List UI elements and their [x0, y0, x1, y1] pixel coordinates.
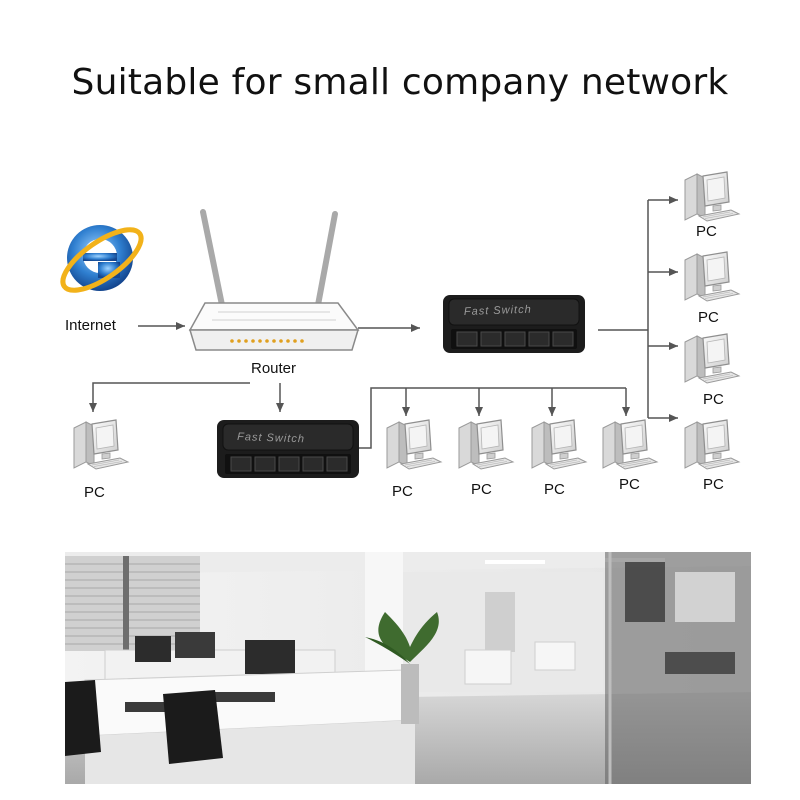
pc-bottom-1-label: PC	[392, 483, 413, 500]
pc-bottom-4	[602, 419, 658, 470]
switch-upper-fanout	[598, 196, 678, 422]
pc-right-2-label: PC	[698, 309, 719, 326]
pc-left-label: PC	[84, 484, 105, 501]
network-switch-icon	[216, 419, 360, 479]
pc-right-1-label: PC	[696, 223, 717, 240]
pc-bottom-3-label: PC	[544, 481, 565, 498]
network-diagram: Internet Router Fast Switch	[60, 171, 740, 501]
pc-bottom-4-label: PC	[619, 476, 640, 493]
pc-right-4-label: PC	[703, 476, 724, 493]
network-switch-icon	[442, 294, 586, 354]
router-icon	[188, 209, 360, 351]
pc-right-4	[684, 419, 740, 470]
pc-right-3-label: PC	[703, 391, 724, 408]
pc-bottom-1	[386, 419, 442, 470]
pc-left	[73, 419, 129, 470]
pc-bottom-3	[531, 419, 587, 470]
switch-lower-fanout	[359, 387, 630, 449]
pc-right-1	[684, 171, 740, 222]
internet-explorer-icon	[60, 225, 144, 293]
switch-lower-label: Fast Switch	[237, 431, 305, 445]
page-title: Suitable for small company network	[71, 62, 729, 103]
router-down-lines	[89, 382, 284, 412]
switch-upper-label: Fast Switch	[464, 304, 532, 318]
pc-bottom-2	[458, 419, 514, 470]
pc-right-2	[684, 251, 740, 302]
pc-right-3	[684, 333, 740, 384]
office-photo	[65, 552, 751, 784]
pc-bottom-2-label: PC	[471, 481, 492, 498]
router-label: Router	[251, 360, 296, 377]
internet-label: Internet	[65, 317, 117, 334]
